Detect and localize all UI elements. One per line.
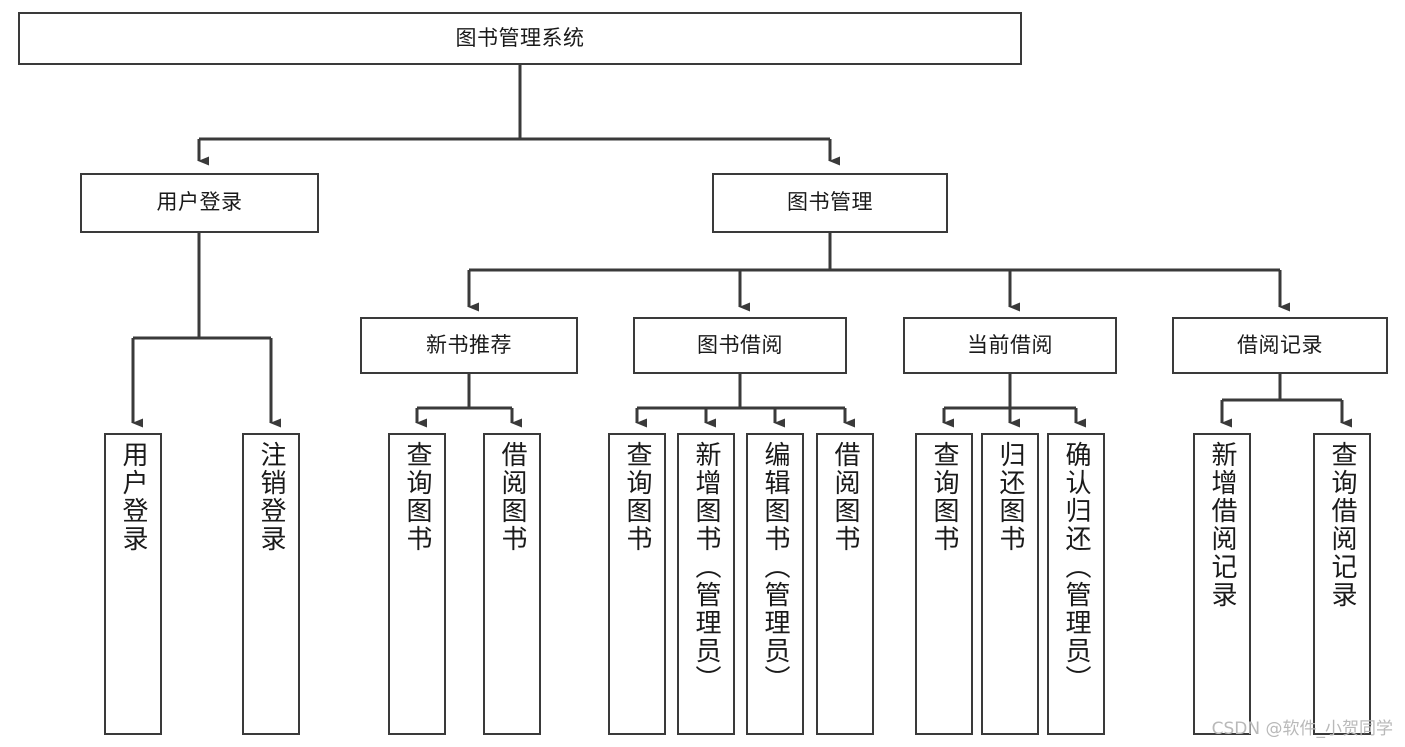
node-leaf-user-login-label: 用户登录 (118, 441, 148, 553)
node-new-book-rec[interactable]: 新书推荐 (360, 317, 578, 374)
node-leaf-query-book-2-label: 查询图书 (622, 441, 652, 553)
node-leaf-borrow-book-2[interactable]: 借阅图书 (816, 433, 874, 735)
node-leaf-add-record[interactable]: 新增借阅记录 (1193, 433, 1251, 735)
node-leaf-borrow-book-1[interactable]: 借阅图书 (483, 433, 541, 735)
node-leaf-logout[interactable]: 注销登录 (242, 433, 300, 735)
node-leaf-add-book-label: 新增图书（管理员） (691, 441, 721, 693)
node-leaf-user-login[interactable]: 用户登录 (104, 433, 162, 735)
node-root[interactable]: 图书管理系统 (18, 12, 1022, 65)
node-borrow-record-label: 借阅记录 (1237, 332, 1323, 357)
node-leaf-borrow-book-1-label: 借阅图书 (497, 441, 527, 553)
node-leaf-query-record-label: 查询借阅记录 (1327, 441, 1357, 609)
node-leaf-edit-book[interactable]: 编辑图书（管理员） (746, 433, 804, 735)
node-leaf-add-record-label: 新增借阅记录 (1207, 441, 1237, 609)
node-root-label: 图书管理系统 (455, 25, 585, 50)
node-leaf-query-book-3[interactable]: 查询图书 (915, 433, 973, 735)
node-leaf-confirm-return-label: 确认归还（管理员） (1061, 441, 1091, 693)
node-leaf-logout-label: 注销登录 (256, 441, 286, 553)
node-current-borrow-label: 当前借阅 (967, 332, 1053, 357)
node-leaf-add-book[interactable]: 新增图书（管理员） (677, 433, 735, 735)
node-leaf-query-record[interactable]: 查询借阅记录 (1313, 433, 1371, 735)
node-leaf-return-book-label: 归还图书 (995, 441, 1025, 553)
node-leaf-confirm-return[interactable]: 确认归还（管理员） (1047, 433, 1105, 735)
node-book-borrow-label: 图书借阅 (697, 332, 783, 357)
node-new-book-rec-label: 新书推荐 (426, 332, 512, 357)
node-user-login-label: 用户登录 (156, 190, 243, 215)
node-borrow-record[interactable]: 借阅记录 (1172, 317, 1388, 374)
node-leaf-borrow-book-2-label: 借阅图书 (830, 441, 860, 553)
node-leaf-query-book-1-label: 查询图书 (402, 441, 432, 553)
node-leaf-return-book[interactable]: 归还图书 (981, 433, 1039, 735)
node-leaf-query-book-2[interactable]: 查询图书 (608, 433, 666, 735)
node-book-manage[interactable]: 图书管理 (712, 173, 948, 233)
node-current-borrow[interactable]: 当前借阅 (903, 317, 1117, 374)
node-book-manage-label: 图书管理 (787, 190, 873, 215)
node-user-login[interactable]: 用户登录 (80, 173, 319, 233)
node-leaf-edit-book-label: 编辑图书（管理员） (760, 441, 790, 693)
node-leaf-query-book-1[interactable]: 查询图书 (388, 433, 446, 735)
node-leaf-query-book-3-label: 查询图书 (929, 441, 959, 553)
node-book-borrow[interactable]: 图书借阅 (633, 317, 847, 374)
